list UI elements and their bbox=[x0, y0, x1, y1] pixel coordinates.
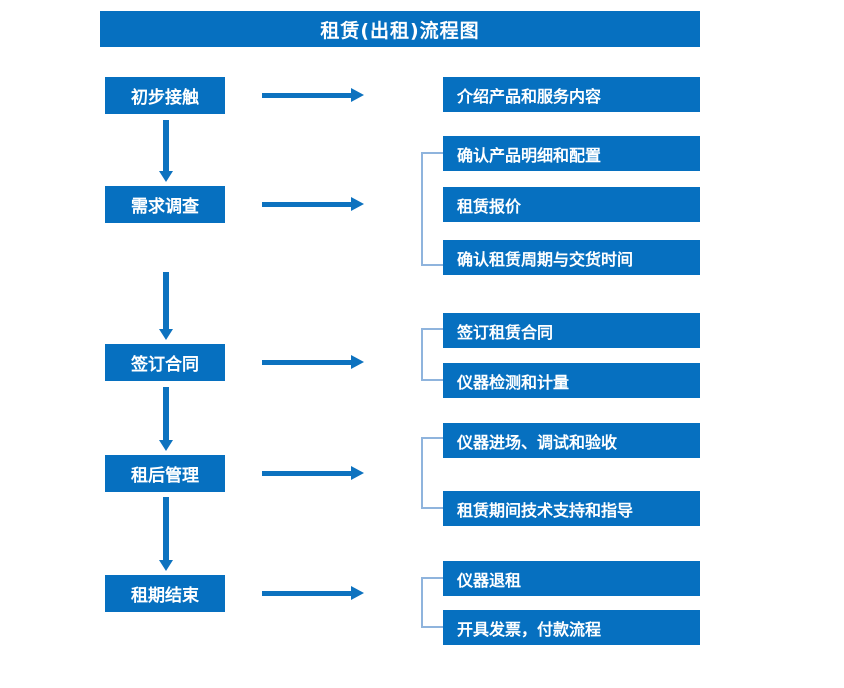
arrow-head bbox=[159, 560, 173, 571]
arrow-shaft bbox=[163, 497, 169, 560]
detail-box-3[interactable]: 租赁报价 bbox=[443, 187, 700, 222]
detail-box-10[interactable]: 开具发票，付款流程 bbox=[443, 610, 700, 645]
arrow-head bbox=[351, 586, 364, 600]
stage-box-2[interactable]: 需求调查 bbox=[105, 186, 225, 223]
stage-box-1[interactable]: 初步接触 bbox=[105, 77, 225, 114]
horizontal-arrow-2 bbox=[262, 197, 364, 211]
detail-box-4[interactable]: 确认租赁周期与交货时间 bbox=[443, 240, 700, 275]
horizontal-arrow-5 bbox=[262, 586, 364, 600]
detail-box-6[interactable]: 仪器检测和计量 bbox=[443, 363, 700, 398]
arrow-shaft bbox=[262, 93, 352, 98]
detail-box-1[interactable]: 介绍产品和服务内容 bbox=[443, 77, 700, 112]
stage-box-3[interactable]: 签订合同 bbox=[105, 344, 225, 381]
arrow-shaft bbox=[163, 387, 169, 440]
detail-box-7[interactable]: 仪器进场、调试和验收 bbox=[443, 423, 700, 458]
horizontal-arrow-3 bbox=[262, 355, 364, 369]
stage-box-5[interactable]: 租期结束 bbox=[105, 575, 225, 612]
arrow-shaft bbox=[262, 360, 352, 365]
vertical-arrow-4 bbox=[159, 497, 173, 571]
arrow-head bbox=[351, 197, 364, 211]
group-bracket-1 bbox=[421, 152, 443, 266]
detail-box-8[interactable]: 租赁期间技术支持和指导 bbox=[443, 491, 700, 526]
detail-box-5[interactable]: 签订租赁合同 bbox=[443, 313, 700, 348]
vertical-arrow-2 bbox=[159, 272, 173, 340]
arrow-shaft bbox=[262, 591, 352, 596]
arrow-shaft bbox=[262, 202, 352, 207]
arrow-head bbox=[351, 466, 364, 480]
detail-box-2[interactable]: 确认产品明细和配置 bbox=[443, 136, 700, 171]
arrow-head bbox=[159, 440, 173, 451]
detail-box-9[interactable]: 仪器退租 bbox=[443, 561, 700, 596]
page-title: 租赁(出租)流程图 bbox=[100, 11, 700, 47]
arrow-head bbox=[159, 329, 173, 340]
arrow-shaft bbox=[262, 471, 352, 476]
arrow-head bbox=[159, 171, 173, 182]
group-bracket-2 bbox=[421, 328, 443, 381]
horizontal-arrow-4 bbox=[262, 466, 364, 480]
arrow-head bbox=[351, 88, 364, 102]
group-bracket-3 bbox=[421, 437, 443, 509]
vertical-arrow-3 bbox=[159, 387, 173, 451]
vertical-arrow-1 bbox=[159, 120, 173, 182]
arrow-shaft bbox=[163, 120, 169, 171]
group-bracket-4 bbox=[421, 577, 443, 628]
arrow-head bbox=[351, 355, 364, 369]
arrow-shaft bbox=[163, 272, 169, 329]
stage-box-4[interactable]: 租后管理 bbox=[105, 455, 225, 492]
horizontal-arrow-1 bbox=[262, 88, 364, 102]
